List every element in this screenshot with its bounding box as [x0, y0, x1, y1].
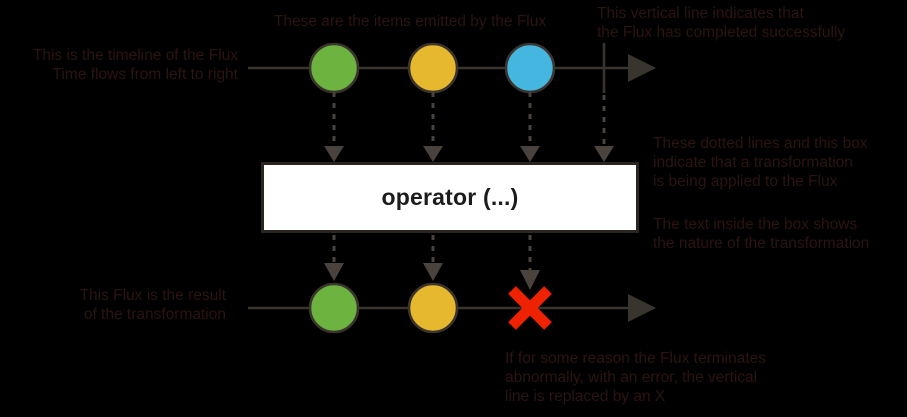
input-connector-completion-arrowhead [594, 146, 614, 162]
error-x-icon [508, 286, 552, 330]
input-timeline-arrowhead [628, 54, 656, 82]
annotation-transformation: These dotted lines and this box indicate… [653, 135, 868, 190]
annotation-emitted-items: These are the items emitted by the Flux [273, 13, 547, 30]
output-marble-green [308, 282, 360, 334]
annotation-result: This Flux is the result of the transform… [79, 287, 226, 323]
input-marble-green [308, 42, 360, 94]
input-marble-yellow [407, 42, 459, 94]
annotation-timeline: This is the timeline of the Flux Time fl… [32, 47, 238, 83]
operator-box: operator (...) [261, 162, 639, 233]
annotation-box-text: The text inside the box shows the nature… [653, 216, 870, 252]
output-connector-2-arrowhead [423, 263, 443, 281]
output-connector-1-arrowhead [324, 263, 344, 281]
annotation-completion: This vertical line indicates that the Fl… [597, 5, 846, 41]
output-connector-3-arrowhead [520, 270, 540, 290]
annotation-error: If for some reason the Flux terminates a… [505, 350, 767, 405]
input-connector-3-arrowhead [520, 146, 540, 162]
input-connector-2-arrowhead [423, 146, 443, 162]
output-timeline [248, 282, 656, 334]
output-marble-yellow [407, 282, 459, 334]
input-marble-blue [504, 42, 556, 94]
output-connectors [324, 235, 540, 290]
operator-box-label: operator (...) [381, 184, 519, 210]
input-connector-1-arrowhead [324, 146, 344, 162]
input-connectors [324, 92, 614, 162]
output-timeline-arrowhead [628, 294, 656, 322]
input-timeline [248, 42, 656, 94]
